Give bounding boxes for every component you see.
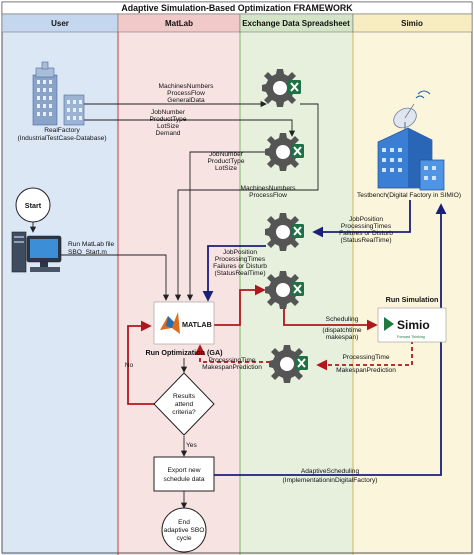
lane-user	[2, 14, 118, 555]
flow-label: makespan)	[326, 334, 359, 341]
export-line-2: schedule data	[163, 476, 204, 483]
flow-label: ProcessingTime	[342, 354, 389, 361]
flow-label: ProcessingTime	[208, 357, 255, 364]
matlab-logo-text: MATLAB	[182, 320, 212, 329]
flow-label: Scheduling	[326, 316, 359, 323]
flow-label: MakespanPrediction	[202, 364, 262, 371]
flow-label: ProductType	[207, 158, 244, 165]
testbench-label: Testbench(Digital Factory in SIMIO)	[357, 192, 461, 199]
flow-label: JobPosition	[349, 216, 383, 223]
lane-header-exchange: Exchange Data Spreadsheet	[242, 19, 350, 28]
flow-label: Failures or Disturb	[213, 263, 267, 270]
real-factory-sublabel: (IndustrialTestCase-Database)	[17, 135, 106, 142]
flow-label: MachinesNumbers	[241, 185, 297, 192]
building-icon	[32, 61, 85, 126]
yes-label: Yes	[186, 442, 197, 449]
computer-icon	[11, 231, 62, 273]
start-label: Start	[25, 201, 42, 210]
flow-label: ProcessFlow	[249, 192, 287, 199]
lane-simio	[353, 14, 472, 555]
flow-label: MachinesNumbers	[159, 83, 215, 90]
export-line-1: Export new	[168, 467, 201, 474]
matlab-logo-icon	[160, 312, 180, 334]
flow-label: (StatusRealTime)	[340, 237, 391, 244]
lane-header-simio: Simio	[401, 19, 423, 28]
decision-line-2: attend	[175, 401, 194, 408]
real-factory-label: RealFactory	[44, 127, 80, 134]
lane-header-user: User	[51, 19, 69, 28]
simio-tagline: Forward Thinking	[397, 335, 425, 339]
flow-label: LotSize	[157, 123, 179, 130]
decision-line-3: criteria?	[172, 409, 196, 416]
flow-label: AdaptiveScheduling	[301, 468, 360, 475]
flow-label: MakespanPrediction	[336, 367, 396, 374]
run-simulation-label: Run Simulation	[386, 295, 439, 304]
decision-line-1: Results	[173, 393, 196, 400]
flow-label: JobPosition	[223, 249, 257, 256]
flow-label: ProcessingTimes	[341, 223, 392, 230]
flow-label: (StatusRealTime)	[214, 270, 265, 277]
lane-header-matlab: MatLab	[165, 19, 193, 28]
decision-node	[153, 372, 215, 436]
no-label: No	[125, 362, 134, 369]
flow-label: ProcessingTimes	[215, 256, 266, 263]
flow-label: (dispatchtime	[322, 327, 362, 334]
start-node	[15, 187, 51, 223]
flow-label: Failures or Disturb	[339, 230, 393, 237]
office-buildings-icon	[377, 127, 445, 191]
flow-label: (ImplementationinDigitalFactory)	[283, 477, 378, 484]
simio-play-icon	[384, 317, 394, 331]
flow-label: ProcessFlow	[167, 90, 205, 97]
export-node	[153, 456, 215, 492]
flow-label: GeneralData	[167, 97, 205, 104]
simio-logo-text: Simio	[397, 318, 430, 332]
end-line-3: cycle	[176, 535, 191, 542]
end-line-2: adaptive SBO	[164, 527, 205, 534]
flow-label: JobNumber	[209, 151, 244, 158]
flow-label: ProductType	[149, 116, 186, 123]
diagram-title: Adaptive Simulation-Based Optimization F…	[121, 3, 353, 13]
flow-label: LotSize	[215, 165, 237, 172]
run-matlab-label: Run MatLab file	[68, 241, 115, 248]
end-line-1: End	[178, 519, 190, 526]
run-matlab-file: SBO_Start.m	[68, 249, 107, 256]
end-node	[161, 507, 207, 553]
flow-label: JobNumber	[151, 109, 186, 116]
flow-label: Demand	[156, 130, 181, 137]
run-optimization-label: Run Optimization (GA)	[145, 348, 223, 357]
